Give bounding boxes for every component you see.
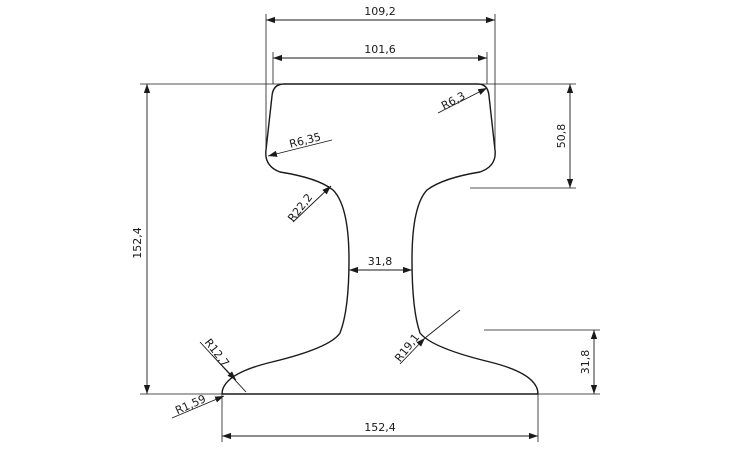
dim-web-thickness: 31,8: [349, 255, 412, 274]
radius-label-1-59: R1,59: [173, 392, 208, 417]
dim-head-depth: 50,8: [470, 83, 576, 189]
dim-label-50: 50,8: [555, 124, 568, 149]
dim-label-109: 109,2: [364, 5, 396, 18]
radius-label-19: R19,1: [392, 331, 422, 364]
dim-total-height: 152,4: [131, 83, 284, 395]
radius-label-6-35: R6,35: [288, 130, 322, 150]
radius-label-12: R12,7: [202, 336, 232, 369]
radius-label-6-3: R6,3: [439, 89, 467, 112]
dim-label-31-web: 31,8: [368, 255, 393, 268]
dim-head-top-width: 101,6: [272, 43, 488, 84]
dim-base-width: 152,4: [221, 394, 539, 442]
dim-head-outer-width: 109,2: [265, 5, 496, 150]
radius-base-toe: R1,59: [171, 392, 225, 419]
radius-web-lower: R19,1: [392, 309, 461, 365]
rail-section-outline: [221, 83, 539, 395]
dim-base-height: 31,8: [484, 329, 600, 395]
dim-label-101: 101,6: [364, 43, 396, 56]
radius-head-underside: R6,35: [267, 130, 333, 157]
radius-label-22: R22,2: [285, 191, 315, 224]
dim-label-152-base: 152,4: [364, 421, 396, 434]
radius-web-upper: R22,2: [285, 185, 332, 225]
radius-head-corner: R6,3: [437, 87, 488, 114]
radius-base-upper: R12,7: [199, 336, 247, 393]
dim-label-152-height: 152,4: [131, 227, 144, 259]
dim-label-31-base: 31,8: [579, 350, 592, 375]
